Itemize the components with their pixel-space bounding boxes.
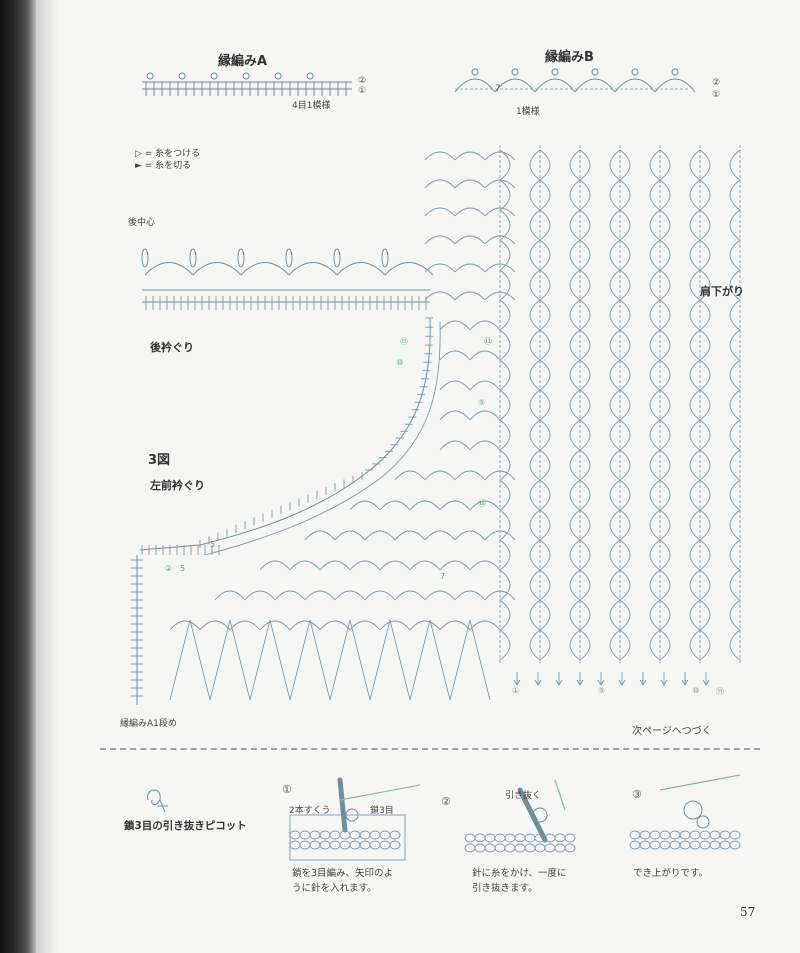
row-label: 5 (210, 540, 216, 549)
step2-text-2: 引き抜きます。 (472, 883, 538, 894)
pattern-a-row-1: ① (358, 86, 367, 96)
pattern-b-row-1: ① (712, 90, 721, 100)
legend-attach: ▷ = 糸をつける (135, 149, 201, 159)
back-center-label: 後中心 (128, 218, 156, 228)
step3-illustration (629, 774, 741, 850)
pattern-b-num: 7 (495, 84, 501, 94)
figure-number: 3図 (148, 453, 171, 468)
step2-number: ② (441, 795, 451, 808)
left-front-neck-label: 左前衿ぐり (150, 479, 205, 492)
left-edge (131, 555, 143, 705)
step3-text: でき上がりです。 (633, 868, 709, 879)
row-label: 7 (440, 572, 446, 581)
front-neck-curve (139, 317, 441, 556)
page-number: 57 (740, 905, 756, 919)
body-mesh (169, 151, 516, 701)
pattern-a-chart (142, 72, 352, 96)
step1-illustration (289, 777, 421, 861)
row-label: ⑩ (396, 358, 404, 367)
row-direction-arrows (513, 672, 710, 686)
legend-cut: ► = 糸を切る (135, 161, 192, 171)
col-label: ① (512, 686, 520, 695)
pattern-a-row-2: ② (358, 76, 367, 86)
pattern-a-title: 縁編みA (218, 54, 268, 69)
step2-label: 引き抜く (505, 791, 542, 801)
row-label: ⑬ (484, 337, 492, 346)
section-divider (100, 748, 760, 750)
row-label: ⑪ (400, 337, 408, 346)
step1-label-b: 鎖3目 (370, 806, 394, 816)
continued-label: 次ページへつづく (632, 726, 712, 737)
step3-number: ③ (632, 788, 642, 801)
pattern-b-row-2: ② (712, 78, 721, 88)
back-neck-rows (141, 248, 434, 310)
picot-symbol-icon (147, 789, 168, 813)
edge-finish-label: 縁編みA1段め (120, 719, 177, 729)
step1-number: ① (282, 783, 292, 796)
row-label: ② (165, 564, 173, 573)
pattern-b-repeat: 1模様 (516, 107, 540, 117)
pattern-b-chart (454, 68, 696, 93)
pattern-b-title: 縁編みB (545, 50, 594, 65)
step1-text-2: うに針を入れます。 (292, 883, 377, 894)
col-label: ⑩ (692, 686, 700, 695)
step2-text-1: 針に糸をかけ、一度に (472, 868, 567, 879)
row-label: ⑤ (478, 398, 486, 407)
row-label: ⑮ (478, 499, 486, 508)
step1-label-a: 2本すくう (289, 806, 331, 816)
col-label: ⑤ (598, 686, 606, 695)
book-binding-shadow (0, 0, 36, 953)
col-label: ⑪ (716, 687, 724, 696)
row-label: 5 (180, 564, 186, 573)
step2-illustration (464, 779, 576, 853)
step1-text-1: 鎖を3目編み、矢印のよ (292, 868, 394, 879)
picot-title: 鎖3目の引き抜きピコット (124, 820, 247, 832)
shoulder-drop-label: 肩下がり (700, 285, 744, 298)
column-mesh (499, 145, 741, 665)
binding-gradient (36, 0, 58, 953)
back-neck-label: 後衿ぐり (150, 341, 194, 354)
pattern-a-repeat: 4目1模様 (292, 101, 331, 111)
